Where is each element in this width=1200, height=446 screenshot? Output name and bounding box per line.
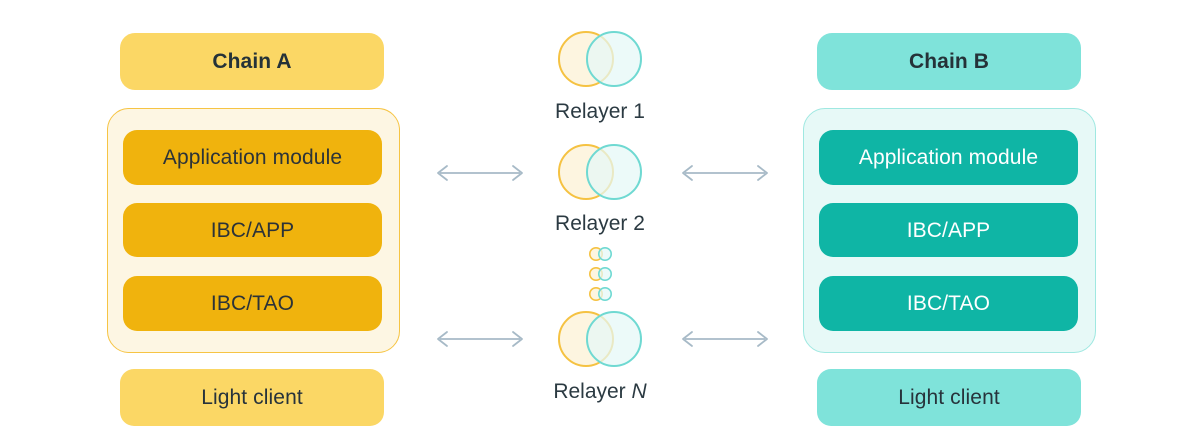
chain-b-layer-application-module: Application module bbox=[819, 130, 1078, 185]
arrow-right-relayer-2 bbox=[682, 165, 768, 181]
mini-venn-stack-icon bbox=[589, 247, 612, 301]
chain-b-header: Chain B bbox=[817, 33, 1081, 90]
relayer-venn-icon bbox=[558, 144, 642, 200]
chain-a-header: Chain A bbox=[120, 33, 384, 90]
chain-a-layer-ibc-tao: IBC/TAO bbox=[123, 276, 382, 331]
vertical-ellipsis-relayers bbox=[585, 246, 617, 309]
chain-b-layer-ibc-app: IBC/APP bbox=[819, 203, 1078, 257]
chain-b-light-client: Light client bbox=[817, 369, 1081, 426]
arrow-right-relayer-n bbox=[682, 331, 768, 347]
relayer-2-label: Relayer 2 bbox=[555, 212, 645, 235]
relayer-venn-icon bbox=[558, 311, 642, 367]
relayer-n-label: Relayer N bbox=[500, 380, 700, 404]
arrow-left-relayer-2 bbox=[437, 165, 523, 181]
chain-a-layer-ibc-app: IBC/APP bbox=[123, 203, 382, 257]
relayer-n-label-prefix: Relayer bbox=[553, 380, 632, 403]
relayer-1-label: Relayer 1 bbox=[555, 100, 645, 123]
chain-b-layer-ibc-tao: IBC/TAO bbox=[819, 276, 1078, 331]
chain-a-light-client: Light client bbox=[120, 369, 384, 426]
chain-a-layer-application-module: Application module bbox=[123, 130, 382, 185]
relayer-venn-icon bbox=[558, 31, 642, 87]
relayer-n-label-suffix: N bbox=[631, 380, 647, 403]
arrow-left-relayer-n bbox=[437, 331, 523, 347]
